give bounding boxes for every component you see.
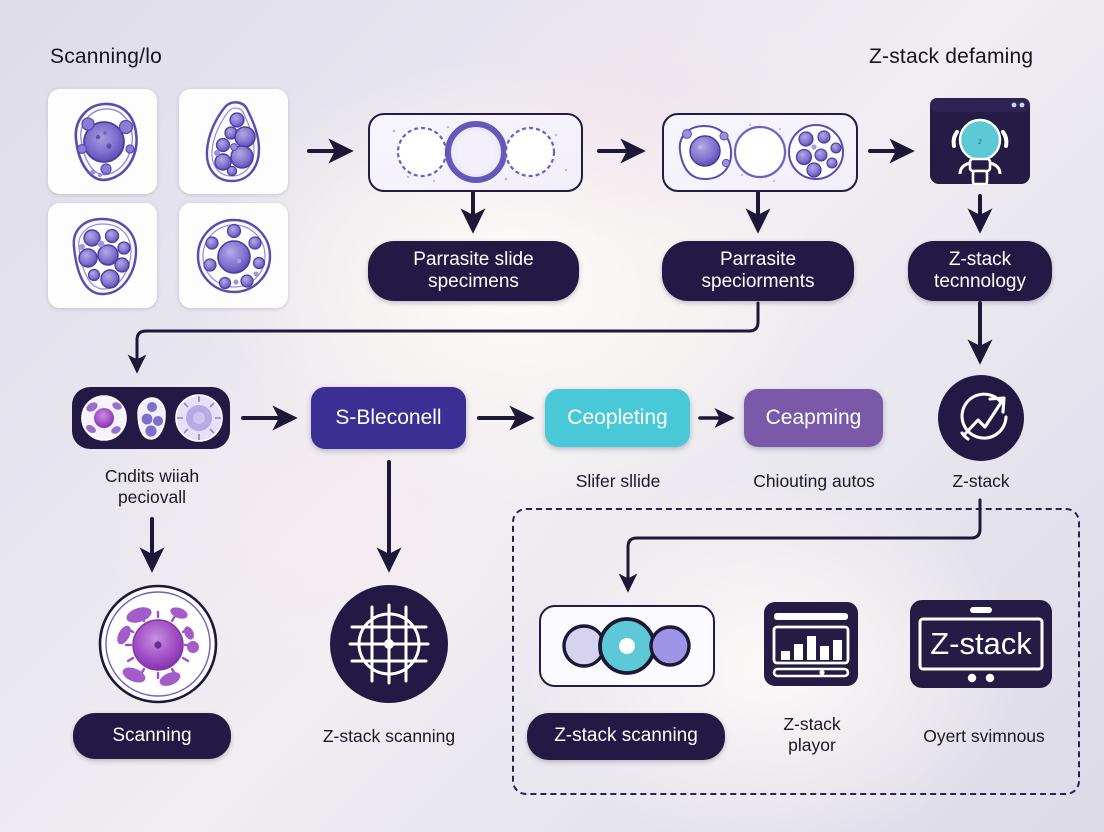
svg-text:z: z — [978, 137, 982, 146]
heading-right: Z-stack defaming — [869, 45, 1034, 68]
crosshair-target-icon[interactable] — [330, 585, 448, 703]
microscope-screen-icon[interactable]: z — [926, 96, 1034, 191]
tablet-screen-text: Z-stack — [930, 626, 1032, 661]
label-oyert-svimnous: Oyert svimnous — [923, 726, 1045, 746]
cells-badge[interactable] — [72, 387, 230, 449]
step-s-bleconell[interactable]: S-Bleconell — [311, 387, 466, 449]
cell-thumb-4[interactable] — [179, 203, 288, 308]
caption-chiouting-autos: Chiouting autos — [753, 471, 875, 491]
pill-z-stack-scanning[interactable]: Z-stack scanning — [527, 713, 725, 760]
cells-caption: Cndits wiiah peciovall — [104, 466, 200, 507]
parasite-slide-panel[interactable] — [368, 113, 583, 192]
caption-slifer-sllide: Slifer sllide — [575, 471, 661, 491]
petri-dish-icon[interactable] — [97, 583, 219, 705]
label-zstack-technology[interactable]: Z-stack tecnnology — [908, 241, 1052, 301]
caption-z-stack: Z-stack — [952, 471, 1010, 491]
step-ceapming[interactable]: Ceapming — [744, 389, 883, 447]
label-z-stack-scanning: Z-stack scanning — [322, 726, 456, 746]
heading-left: Scanning/lo — [50, 45, 162, 68]
lens-carousel-icon[interactable] — [539, 605, 715, 687]
parasite-specimen-panel[interactable] — [662, 113, 858, 192]
label-parasite-specimens[interactable]: Parrasite speciorments — [662, 241, 854, 301]
z-stack-trend-icon[interactable] — [938, 375, 1024, 461]
label-z-stack-playor: Z-stack playor — [783, 714, 841, 755]
label-parasite-slide-specimens[interactable]: Parrasite slide specimens — [368, 241, 579, 301]
cell-thumb-1[interactable] — [48, 89, 157, 194]
cell-thumb-2[interactable] — [179, 89, 288, 194]
step-ceopleting[interactable]: Ceopleting — [545, 389, 690, 447]
tablet-zstack-icon[interactable]: Z-stack — [908, 598, 1054, 690]
cell-thumb-3[interactable] — [48, 203, 157, 308]
pill-scanning[interactable]: Scanning — [73, 713, 231, 759]
monitor-chart-icon[interactable] — [762, 600, 860, 688]
